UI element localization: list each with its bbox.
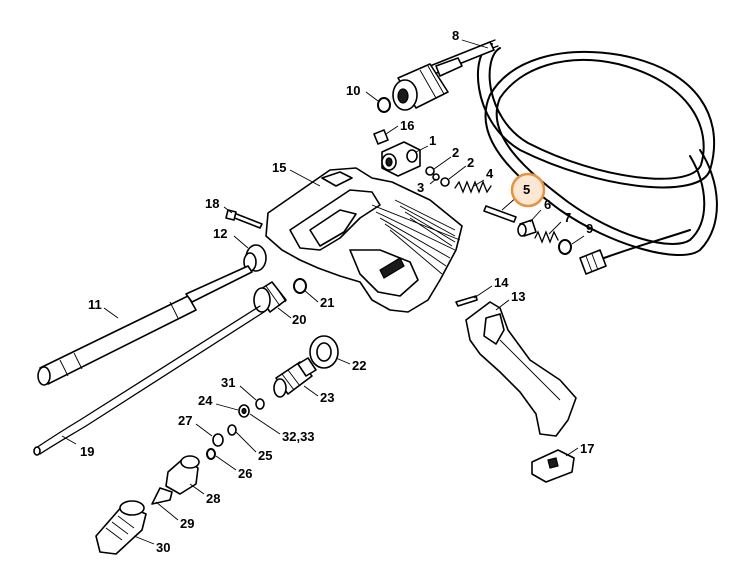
callout-13: 13 <box>511 289 525 304</box>
callout-15: 15 <box>272 160 286 175</box>
hose-coupling-part <box>392 57 463 111</box>
callout-17: 17 <box>580 441 594 456</box>
callout-22: 22 <box>352 358 366 373</box>
callout-2a: 2 <box>452 145 459 160</box>
ball-3 <box>432 173 440 181</box>
callout-labels: 8 10 16 1 2 2 3 4 5 6 7 9 15 18 12 11 21… <box>80 28 594 555</box>
ring-2a <box>425 166 435 176</box>
callout-7: 7 <box>564 210 571 225</box>
valve-body-1 <box>381 141 421 177</box>
nut-22 <box>309 335 339 369</box>
hose-end-fitting <box>579 229 691 275</box>
o-ring-25 <box>227 424 237 436</box>
callout-9: 9 <box>586 221 593 236</box>
pin-5 <box>483 205 517 223</box>
callout-27: 27 <box>178 413 192 428</box>
callout-6: 6 <box>544 197 551 212</box>
callout-30: 30 <box>156 540 170 555</box>
callout-3: 3 <box>417 180 424 195</box>
o-ring-26 <box>206 448 216 460</box>
o-ring-9 <box>558 239 572 255</box>
fitting-16 <box>373 129 389 145</box>
highlight-circle-part-5 <box>510 172 546 208</box>
callout-20: 20 <box>292 312 306 327</box>
callout-2b: 2 <box>467 155 474 170</box>
callout-5: 5 <box>523 182 530 197</box>
trigger-13 <box>465 301 577 437</box>
callout-16: 16 <box>400 118 414 133</box>
seat-6 <box>517 219 537 237</box>
leader-lines <box>61 39 585 545</box>
nozzle-28 <box>151 455 200 505</box>
screw-18 <box>225 209 263 229</box>
callout-18: 18 <box>205 196 219 211</box>
callout-8: 8 <box>452 28 459 43</box>
callout-23: 23 <box>320 390 334 405</box>
callout-29: 29 <box>180 516 194 531</box>
callout-10: 10 <box>346 83 360 98</box>
pin-14 <box>455 295 478 307</box>
callout-11: 11 <box>88 297 102 312</box>
gun-housing-15 <box>265 167 463 313</box>
callout-1: 1 <box>429 133 436 148</box>
callout-24: 24 <box>198 393 213 408</box>
ring-2b <box>440 177 450 187</box>
spring-7 <box>534 230 559 244</box>
spring-4 <box>454 180 492 194</box>
ring-31 <box>255 398 265 410</box>
clip-17 <box>531 449 575 483</box>
callout-4: 4 <box>486 166 494 181</box>
washer-27 <box>212 433 224 447</box>
callout-21: 21 <box>320 295 334 310</box>
lance-19-20 <box>33 281 287 456</box>
callout-14: 14 <box>494 275 509 290</box>
callout-32-33: 32,33 <box>282 429 315 444</box>
nozzle-cap-30 <box>95 500 147 555</box>
callout-19: 19 <box>80 444 94 459</box>
callout-28: 28 <box>206 491 220 506</box>
callout-31: 31 <box>221 375 235 390</box>
tube-11 <box>37 265 253 386</box>
adapter-23 <box>273 357 317 398</box>
o-ring-21 <box>293 278 307 294</box>
callout-12: 12 <box>213 226 227 241</box>
callout-25: 25 <box>258 448 272 463</box>
o-ring-10 <box>377 97 391 113</box>
callout-26: 26 <box>238 466 252 481</box>
